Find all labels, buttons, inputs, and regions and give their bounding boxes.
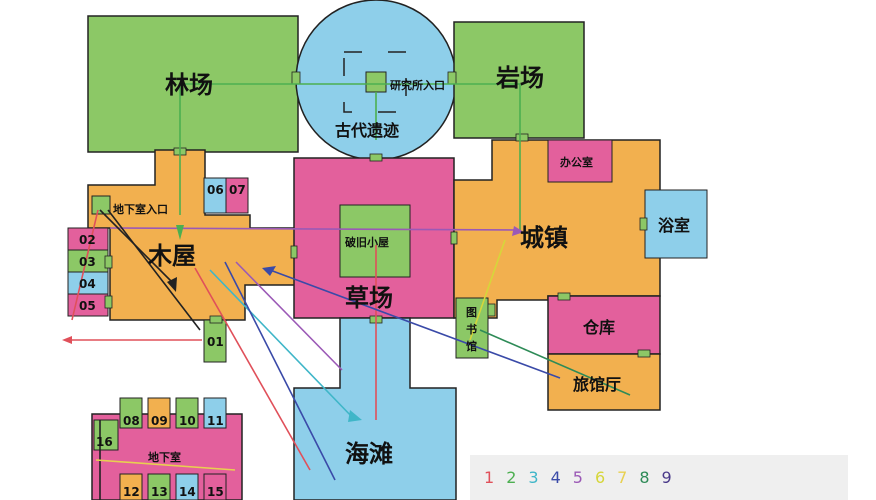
room-hotel[interactable] (547, 353, 661, 411)
label-12: 12 (123, 485, 140, 499)
room-13[interactable] (147, 473, 171, 500)
legend-item-2: 2 (506, 468, 517, 487)
legend-item-9: 9 (661, 468, 672, 487)
label-basement-entrance: 地下室入口 (113, 202, 168, 216)
arrow-heads (62, 225, 524, 422)
room-15[interactable] (203, 473, 227, 500)
room-07[interactable] (225, 177, 249, 214)
legend-item-7: 7 (617, 468, 628, 487)
label-08: 08 (123, 414, 140, 428)
label-ruins: 古代遗迹 (335, 121, 399, 140)
label-15: 15 (207, 485, 224, 499)
label-library-2: 书 (466, 322, 477, 336)
room-office[interactable] (547, 139, 613, 183)
legend-item-6: 6 (594, 468, 606, 487)
label-cabin: 木屋 (147, 242, 196, 270)
room-12[interactable] (119, 473, 143, 500)
room-11[interactable] (203, 397, 227, 429)
room-cabin[interactable] (87, 149, 296, 321)
room-bath[interactable] (644, 189, 708, 259)
lab-entrance-box[interactable] (365, 71, 387, 93)
label-06: 06 (207, 183, 224, 197)
label-warehouse: 仓库 (582, 318, 615, 337)
lab-entrance-frame (343, 51, 407, 113)
label-forest: 林场 (165, 71, 213, 99)
room-library[interactable] (455, 297, 489, 359)
label-02: 02 (79, 233, 96, 247)
label-05: 05 (79, 299, 96, 313)
legend-item-1: 1 (484, 468, 495, 487)
label-basement: 地下室 (148, 450, 181, 464)
label-04: 04 (79, 277, 96, 291)
label-11: 11 (207, 414, 224, 428)
label-lab-entrance: 研究所入口 (390, 78, 445, 92)
label-13: 13 (151, 485, 168, 499)
label-library-1: 图 (466, 306, 477, 319)
label-14: 14 (179, 485, 196, 499)
room-09[interactable] (147, 397, 171, 429)
room-08[interactable] (119, 397, 143, 429)
label-library-3: 馆 (466, 339, 477, 353)
label-03: 03 (79, 255, 96, 269)
room-old-house[interactable] (339, 204, 411, 278)
label-old-house: 破旧小屋 (345, 235, 389, 249)
label-09: 09 (151, 414, 168, 428)
room-14[interactable] (175, 473, 199, 500)
basement-entrance-box[interactable] (91, 195, 111, 215)
room-rock[interactable] (453, 21, 585, 139)
label-grass: 草场 (345, 284, 393, 312)
label-office: 办公室 (560, 155, 593, 169)
legend-item-4: 4 (550, 468, 561, 487)
label-07: 07 (229, 183, 246, 197)
legend-item-3: 3 (528, 468, 539, 487)
label-01: 01 (207, 335, 224, 349)
doors (104, 71, 651, 358)
label-10: 10 (179, 414, 196, 428)
label-bath: 浴室 (658, 216, 690, 235)
label-town: 城镇 (520, 224, 568, 252)
label-beach: 海滩 (345, 440, 393, 468)
room-10[interactable] (175, 397, 199, 429)
legend-item-5: 5 (572, 468, 583, 487)
legend-item-8: 8 (639, 468, 650, 487)
label-16: 16 (96, 435, 113, 449)
label-hotel: 旅馆厅 (573, 375, 621, 394)
label-rock: 岩场 (495, 64, 544, 92)
room-16[interactable] (93, 419, 119, 451)
